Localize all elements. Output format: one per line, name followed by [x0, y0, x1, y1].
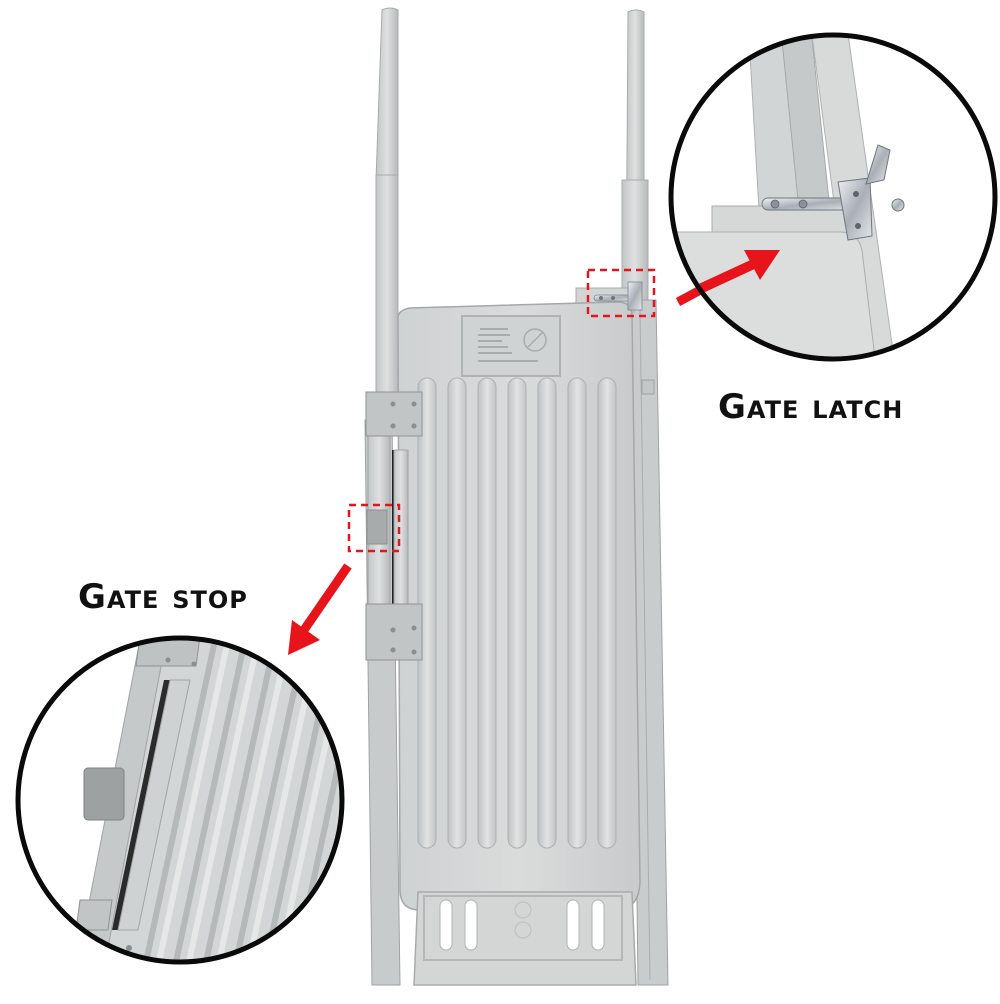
lower-hinge	[365, 603, 423, 661]
ladder-main	[364, 7, 669, 986]
stop-magnifier	[15, 635, 345, 965]
latch-magnifier	[668, 32, 998, 362]
gate-stop-label: Gate stop	[78, 577, 248, 617]
latch-highlight-box	[586, 268, 656, 318]
latch-hardware	[593, 281, 643, 311]
stop-highlight-box	[347, 503, 401, 553]
stop-arrow-icon	[288, 563, 352, 655]
upper-hinge	[365, 391, 423, 437]
tread-grooves	[417, 377, 617, 849]
gate-latch-label: Gate latch	[718, 387, 904, 427]
drain-slots	[439, 899, 605, 951]
label-plate-text	[478, 328, 547, 362]
